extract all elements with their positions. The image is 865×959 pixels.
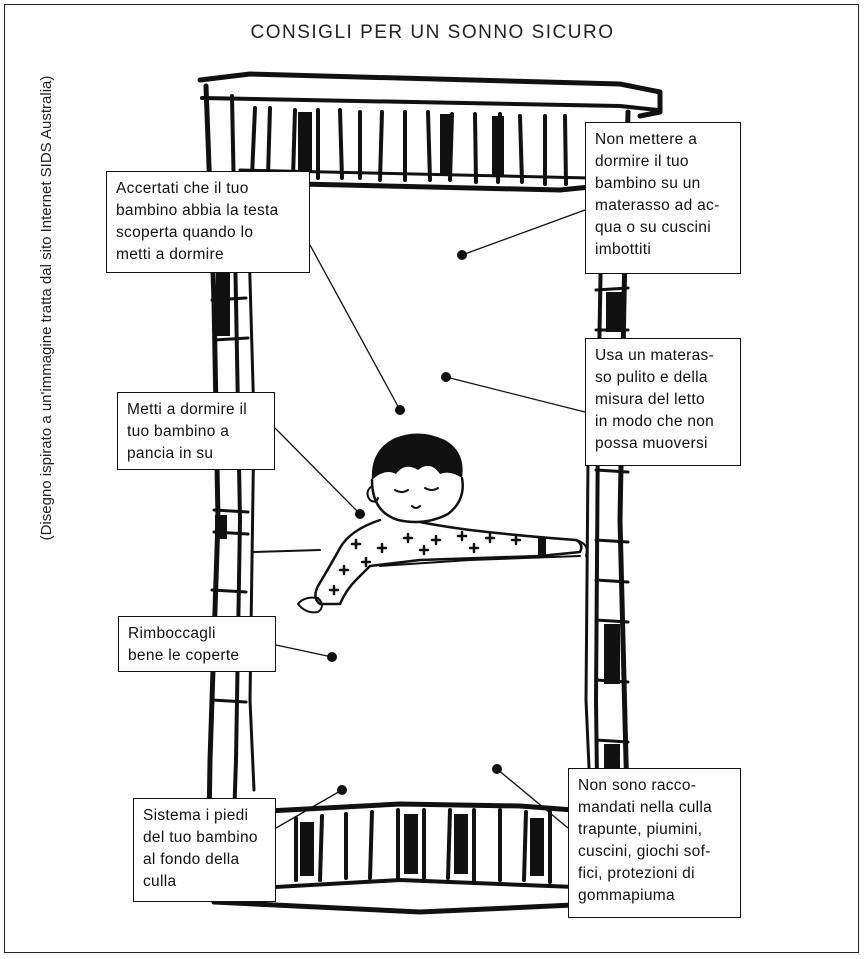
baby-drawing — [298, 433, 587, 612]
image-credit: (Disegno ispirato a un'immagine tratta d… — [38, 0, 58, 628]
tip-no-quilts: Non sono racco- mandati nella culla trap… — [568, 768, 741, 918]
callout-leaders — [275, 210, 585, 828]
tip-on-back: Metti a dormire il tuo bambino a pancia … — [117, 392, 275, 470]
tip-head-uncovered: Accertati che il tuo bambino abbia la te… — [106, 171, 310, 273]
tip-clean-mattress: Usa un materas- so pulito e della misura… — [585, 338, 741, 466]
tip-feet-bottom: Sistema i piedi del tuo bambino al fondo… — [133, 798, 276, 902]
tip-no-waterbed: Non mettere a dormire il tuo bambino su … — [585, 122, 741, 274]
page-title: CONSIGLI PER UN SONNO SICURO — [0, 22, 865, 44]
tip-tuck-covers: Rimboccagli bene le coperte — [118, 616, 276, 672]
